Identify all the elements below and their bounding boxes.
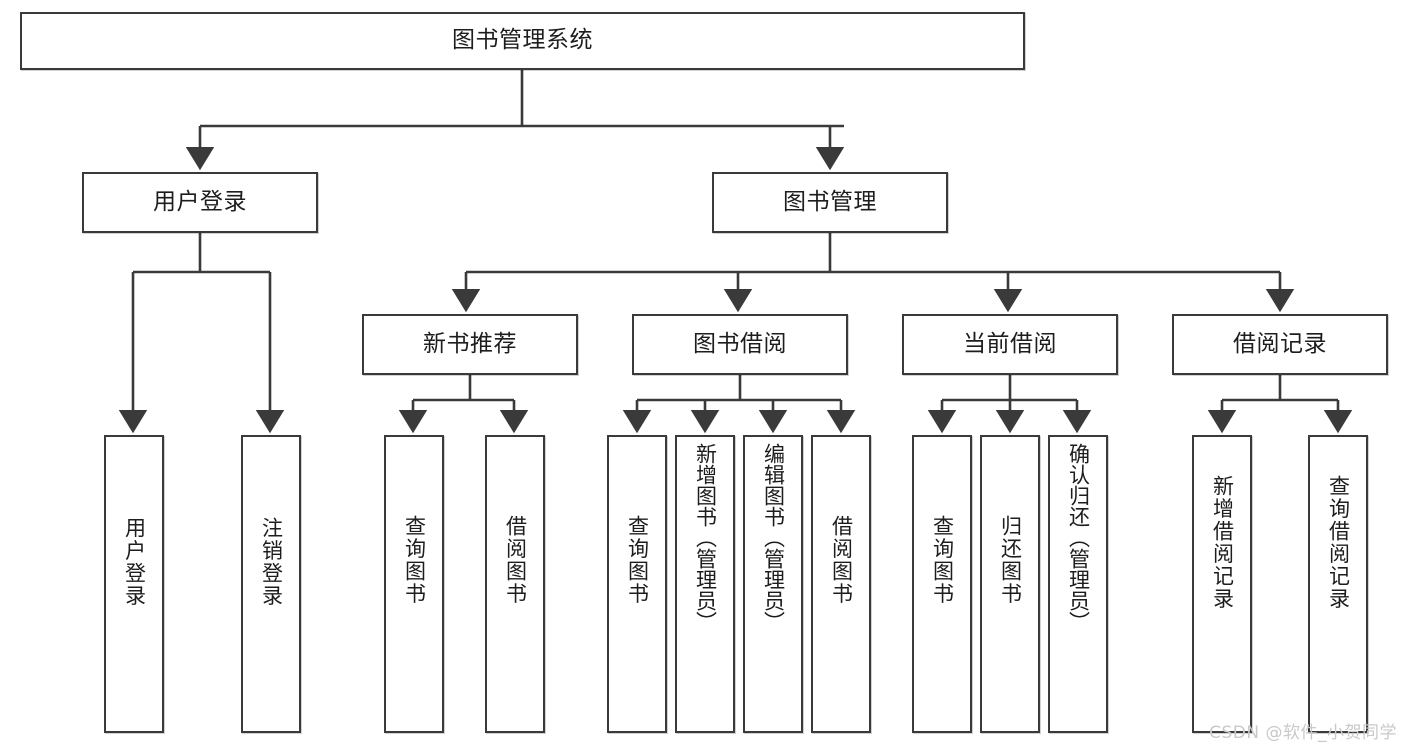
node-label: 借阅图书 (503, 515, 528, 605)
node-label: 图书借阅 (693, 330, 787, 357)
node-label: 查询图书 (625, 515, 650, 605)
node-leaf-logout-login[interactable]: 注销登录 (241, 435, 301, 733)
node-label: 编辑图书（管理员） (761, 443, 786, 632)
node-leaf-query-borrow-record[interactable]: 查询借阅记录 (1308, 435, 1368, 733)
node-label: 确认归还（管理员） (1066, 443, 1091, 632)
node-leaf-edit-book-admin[interactable]: 编辑图书（管理员） (743, 435, 803, 733)
node-leaf-return-book[interactable]: 归还图书 (980, 435, 1040, 733)
node-leaf-borrow-book-recommend[interactable]: 借阅图书 (485, 435, 545, 733)
node-leaf-borrow-book[interactable]: 借阅图书 (811, 435, 871, 733)
node-label: 图书管理系统 (452, 27, 593, 54)
node-new-book-recommend[interactable]: 新书推荐 (362, 314, 578, 375)
node-label: 查询借阅记录 (1326, 475, 1351, 610)
node-leaf-confirm-return-admin[interactable]: 确认归还（管理员） (1048, 435, 1108, 733)
node-label: 查询图书 (930, 515, 955, 605)
node-borrow-record[interactable]: 借阅记录 (1172, 314, 1388, 375)
node-label: 注销登录 (259, 517, 284, 607)
node-label: 用户登录 (122, 517, 147, 607)
node-label: 查询图书 (402, 515, 427, 605)
node-leaf-query-book-recommend[interactable]: 查询图书 (384, 435, 444, 733)
node-label: 图书管理 (783, 188, 877, 215)
node-leaf-query-book-current[interactable]: 查询图书 (912, 435, 972, 733)
node-label: 借阅图书 (829, 515, 854, 605)
node-book-management[interactable]: 图书管理 (712, 172, 948, 233)
node-label: 新书推荐 (423, 330, 517, 357)
node-leaf-add-book-admin[interactable]: 新增图书（管理员） (675, 435, 735, 733)
node-label: 新增图书（管理员） (693, 443, 718, 632)
node-user-login[interactable]: 用户登录 (82, 172, 318, 233)
node-label: 当前借阅 (963, 330, 1057, 357)
node-current-borrow[interactable]: 当前借阅 (902, 314, 1118, 375)
node-label: 借阅记录 (1233, 330, 1327, 357)
node-label: 归还图书 (998, 515, 1023, 605)
csdn-watermark: CSDN @软件_小贺同学 (1209, 723, 1397, 743)
node-label: 新增借阅记录 (1210, 475, 1235, 610)
node-root-book-management-system[interactable]: 图书管理系统 (20, 12, 1025, 70)
node-leaf-add-borrow-record[interactable]: 新增借阅记录 (1192, 435, 1252, 733)
node-leaf-user-login[interactable]: 用户登录 (104, 435, 164, 733)
node-book-borrow[interactable]: 图书借阅 (632, 314, 848, 375)
node-label: 用户登录 (153, 188, 247, 215)
node-leaf-query-book-borrow[interactable]: 查询图书 (607, 435, 667, 733)
